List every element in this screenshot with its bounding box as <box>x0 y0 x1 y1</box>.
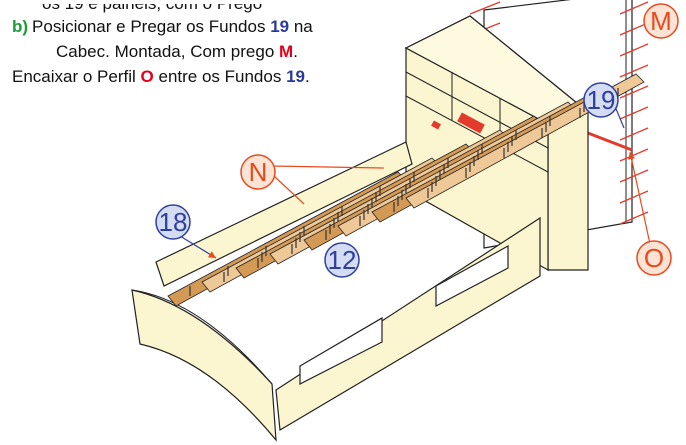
callout-M: M <box>643 3 679 39</box>
instructions-cut-line: os 19 e paineis, com o Prego <box>12 4 412 14</box>
callout-19: 19 <box>583 82 619 118</box>
nail-m <box>619 85 649 99</box>
nail-m <box>469 1 501 15</box>
leader-N-2 <box>273 175 305 205</box>
nail-m <box>619 64 649 78</box>
instruction-line-1: b)Posicionar e Pregar os Fundos 19 na <box>12 14 412 39</box>
leader-18 <box>179 235 217 259</box>
instruction-line-2: Cabec. Montada, Com prego M. <box>12 39 412 64</box>
instruction-text-3: Encaixar o Perfil <box>12 67 136 86</box>
instruction-text-2-end: . <box>293 42 298 61</box>
part-ref-M: M <box>279 42 294 61</box>
callout-O-label: O <box>644 243 664 273</box>
instruction-text-1: Posicionar e Pregar os Fundos <box>32 17 266 36</box>
bed-frame <box>131 141 541 442</box>
callout-M-label: M <box>650 6 672 36</box>
nail-m <box>619 190 649 204</box>
leader-O <box>628 151 651 245</box>
callout-18: 18 <box>155 204 191 240</box>
nail-m <box>619 127 649 141</box>
leader-N-1 <box>271 165 385 169</box>
part-ref-O: O <box>140 67 154 86</box>
nail-m <box>619 106 649 120</box>
profile-O-strip <box>579 128 633 152</box>
part-ref-19: 19 <box>270 17 290 36</box>
nail-m <box>619 1 649 15</box>
nail-m <box>619 43 649 57</box>
instruction-text-3-end: . <box>305 67 310 86</box>
callout-12: 12 <box>324 242 360 278</box>
callout-O: O <box>636 240 672 276</box>
callout-N-label: N <box>249 157 268 187</box>
callout-19-label: 19 <box>587 85 616 115</box>
instruction-text-2: Cabec. Montada, Com prego <box>56 42 275 61</box>
instruction-text-1-end: na <box>293 17 313 36</box>
part-ref-19b: 19 <box>286 67 305 86</box>
callout-N: N <box>240 154 276 190</box>
instruction-line-3: Encaixar o Perfil O entre os Fundos 19. <box>12 64 412 89</box>
nail-m <box>619 22 649 36</box>
assembly-instructions: os 19 e paineis, com o Prego b)Posiciona… <box>12 4 412 89</box>
nail-m <box>619 169 649 183</box>
callout-18-label: 18 <box>159 207 188 237</box>
leader-lines <box>179 103 651 259</box>
step-label: b) <box>12 17 29 36</box>
instruction-text-3-mid: entre os Fundos <box>158 67 282 86</box>
callout-12-label: 12 <box>328 245 357 275</box>
